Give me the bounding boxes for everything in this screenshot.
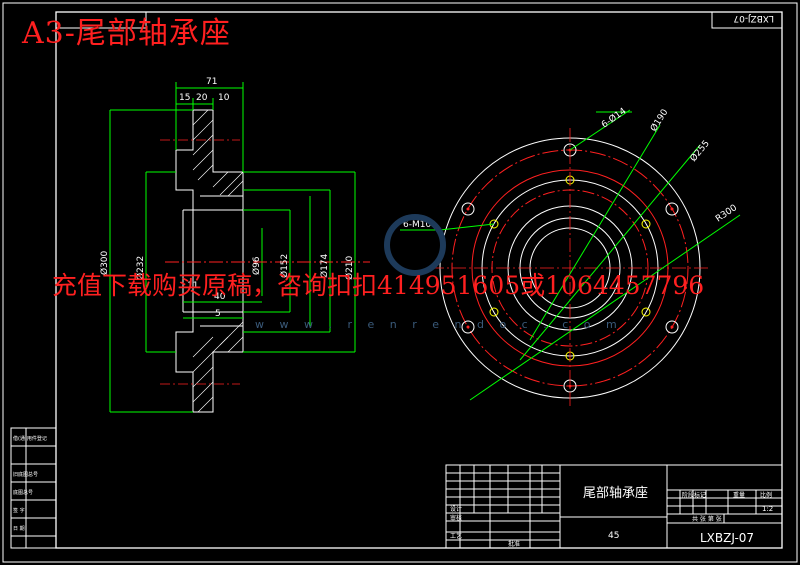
purchase-note: 充值下载购买原稿，咨询扣扣414951605或1064457796 bbox=[52, 271, 705, 300]
dim-71: 71 bbox=[206, 77, 217, 87]
stage-mark-label: 阶段标记 bbox=[682, 491, 706, 499]
part-name: 尾部轴承座 bbox=[583, 486, 648, 501]
dim-5: 5 bbox=[215, 309, 221, 319]
strip-item-4: 签 字 bbox=[13, 507, 25, 514]
inner-border bbox=[55, 11, 783, 549]
dim-20: 20 bbox=[196, 93, 208, 103]
strip-item-2: 旧底图总号 bbox=[13, 471, 38, 478]
dim-phi255: Ø255 bbox=[688, 138, 712, 164]
dim-phi210: Ø210 bbox=[344, 255, 355, 280]
section-view: 71 15 20 10 40 5 11 Ø300 Ø232 Ø96 Ø152 Ø… bbox=[99, 77, 370, 413]
sheet-label: 共 张 第 张 bbox=[692, 515, 722, 523]
top-left-label-box bbox=[55, 11, 147, 29]
craft-label: 工艺 bbox=[450, 532, 462, 540]
dim-15: 15 bbox=[179, 93, 190, 103]
left-strip bbox=[10, 427, 57, 549]
front-view: 6-Ø14 Ø190 Ø255 R300 6-M10 bbox=[400, 106, 741, 408]
dim-phi174: Ø174 bbox=[319, 253, 330, 278]
watermark-text: w w w . r e n r e n d o c . c o m bbox=[255, 318, 623, 331]
dim-r300: R300 bbox=[714, 203, 739, 225]
dim-phi96: Ø96 bbox=[251, 256, 262, 275]
strip-item-3: 底图总号 bbox=[13, 489, 33, 496]
dim-10: 10 bbox=[218, 93, 230, 103]
check-label: 审核 bbox=[450, 514, 462, 522]
corner-tag: LXBZJ-07 bbox=[733, 13, 774, 23]
corner-tag-box bbox=[711, 11, 783, 29]
material: 45 bbox=[608, 531, 619, 541]
dim-phi190: Ø190 bbox=[648, 107, 670, 134]
dim-phi300: Ø300 bbox=[99, 250, 110, 275]
scale-value: 1:2 bbox=[762, 505, 773, 513]
drawing-number: LXBZJ-07 bbox=[700, 531, 754, 545]
weight-label: 重量 bbox=[733, 491, 745, 499]
dim-phi152: Ø152 bbox=[279, 254, 290, 278]
strip-item-5: 日 期 bbox=[13, 526, 25, 532]
dim-11: 11 bbox=[187, 281, 198, 291]
scale-label: 比例 bbox=[760, 491, 772, 499]
dim-6-m10: 6-M10 bbox=[403, 220, 431, 230]
design-label: 设计 bbox=[450, 505, 462, 513]
watermark-logo bbox=[384, 214, 446, 276]
dim-phi232: Ø232 bbox=[135, 256, 146, 280]
approve-label: 批准 bbox=[508, 540, 520, 548]
title-block bbox=[445, 464, 783, 549]
dim-40: 40 bbox=[214, 292, 226, 302]
dim-6-phi14: 6-Ø14 bbox=[599, 106, 628, 131]
banner-title: A3-尾部轴承座 bbox=[22, 16, 231, 51]
strip-item-1: 借(通)用件登记 bbox=[13, 435, 47, 442]
